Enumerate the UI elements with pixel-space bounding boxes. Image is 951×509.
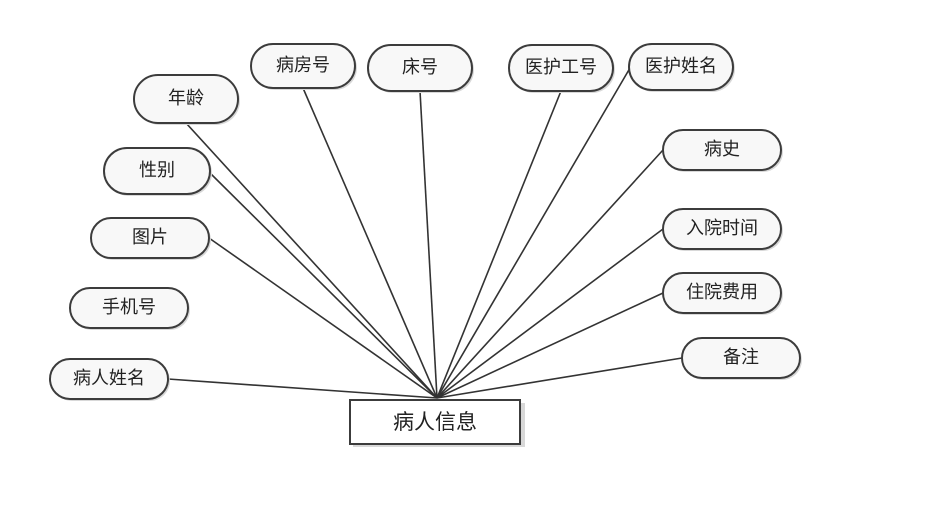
attribute-label: 医护姓名 [645,56,717,77]
entity-label: 病人信息 [393,410,477,434]
attribute-node: 备注 [681,337,802,380]
connector-line [436,67,631,399]
attribute-node: 手机号 [69,287,190,330]
connector-line [302,87,438,399]
attribute-box [49,358,169,400]
connector-line [436,149,664,399]
attribute-label: 医护工号 [525,57,597,78]
attribute-label: 备注 [723,347,759,368]
attribute-label: 入院时间 [686,218,758,239]
attribute-node: 病人姓名 [49,358,170,401]
attribute-node: 图片 [90,217,211,260]
attribute-node: 年龄 [133,74,240,125]
attribute-box [90,217,210,259]
connector-line [436,292,664,399]
attribute-box [103,147,211,195]
attribute-box [662,272,782,314]
attribute-node: 住院费用 [662,272,783,315]
attribute-label: 图片 [132,227,168,248]
attribute-box [662,208,782,250]
entity-box [349,399,521,445]
attribute-node: 床号 [367,44,474,93]
attribute-label: 年龄 [168,88,204,109]
attribute-label: 病房号 [276,55,330,76]
connector-lines [167,67,683,399]
attribute-box [250,43,356,89]
attribute-label: 病史 [704,139,740,160]
attribute-box [367,44,473,92]
attribute-node: 病史 [662,129,783,172]
attribute-node: 病房号 [250,43,357,90]
attribute-label: 手机号 [102,297,156,318]
connector-line [436,90,562,399]
attribute-label: 病人姓名 [73,368,145,389]
attribute-node: 入院时间 [662,208,783,251]
attribute-label: 床号 [402,57,438,78]
connector-line [167,378,438,399]
connector-line [207,170,438,399]
attribute-box [681,337,801,379]
connector-line [436,228,664,399]
attribute-box [508,44,614,92]
attribute-box [133,74,239,124]
attribute-label: 住院费用 [686,282,758,303]
connector-line [185,122,438,399]
attribute-box [69,287,189,329]
connector-line [436,357,683,399]
attribute-box [628,43,734,91]
attribute-node: 医护工号 [508,44,615,93]
attribute-label: 性别 [139,160,175,181]
attribute-box [662,129,782,171]
connector-line [419,90,438,399]
attribute-node: 医护姓名 [628,43,735,92]
connector-line [208,237,438,399]
entity-node: 病人信息 [349,399,525,447]
attribute-node: 性别 [103,147,212,196]
